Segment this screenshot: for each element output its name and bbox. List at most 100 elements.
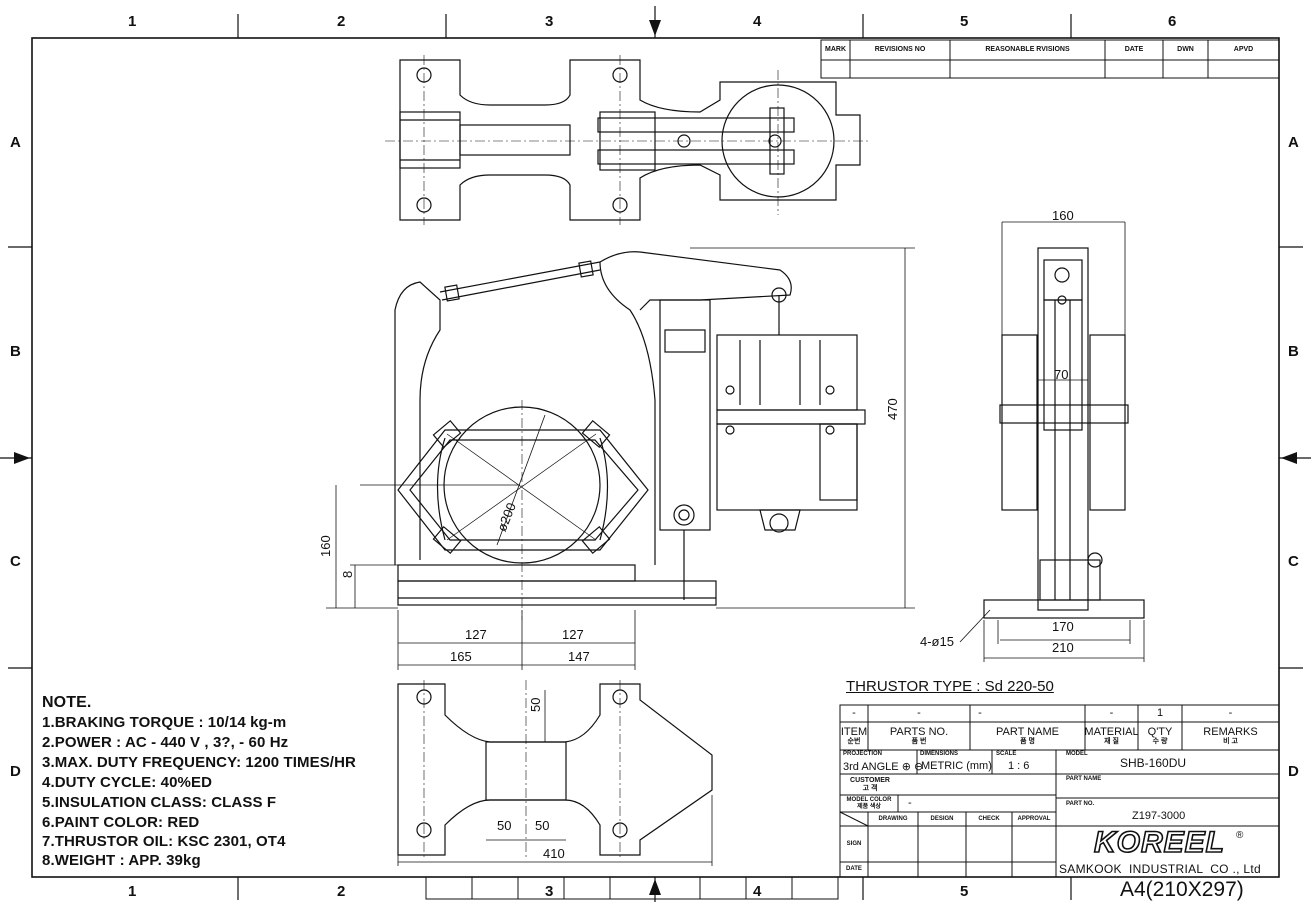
zone-row-c-right: C [1288, 553, 1299, 570]
rev-header-revisions-no: REVISIONS NO [874, 46, 926, 54]
tb-projection-value: 3rd ANGLE ⊕ ⊖ [843, 760, 923, 773]
tb-header-material-kr: 재 질 [1104, 738, 1119, 746]
note-item: 5.INSULATION CLASS: CLASS F [42, 794, 277, 811]
company-name: SAMKOOK INDUSTRIAL CO ., Ltd [1059, 862, 1261, 876]
tb-model-color-value: - [908, 797, 912, 809]
zone-row-b-right: B [1288, 343, 1299, 360]
dim-centre-height: 160 [318, 535, 333, 557]
tb-model-value: SHB-160DU [1120, 756, 1187, 770]
tb-projection-label: PROJECTION [843, 751, 883, 757]
note-item: 7.THRUSTOR OIL: KSC 2301, OT4 [42, 833, 286, 850]
dim-plan-right: 50 [535, 818, 550, 833]
note-item: 1.BRAKING TORQUE : 10/14 kg-m [42, 714, 287, 731]
thrustor-type-label: THRUSTOR TYPE : Sd 220-50 [846, 678, 1054, 695]
tb-drawing-label: DRAWING [878, 815, 908, 822]
tb-scale-label: SCALE [996, 751, 1017, 757]
front-view [394, 251, 866, 606]
rev-header-mark: MARK [825, 46, 846, 54]
tb-header-remarks-en: REMARKS [1203, 725, 1258, 738]
zone-col-4: 4 [753, 13, 762, 30]
tb-header-qty-en: Q'TY [1147, 725, 1173, 738]
tb-row-item: - [852, 706, 856, 719]
zone-row-d: D [10, 763, 21, 780]
tb-design-label: DESIGN [930, 815, 954, 822]
zone-row-a-right: A [1288, 134, 1299, 151]
zone-row-d-right: D [1288, 763, 1299, 780]
tb-model-color-en: MODEL COLOR [846, 797, 892, 804]
dim-side-width: 160 [1052, 208, 1074, 223]
dim-height: 470 [885, 398, 900, 420]
tb-header-qty-kr: 수 량 [1152, 738, 1168, 746]
tb-header-remarks-kr: 비 고 [1223, 738, 1238, 746]
dim-plan-left: 50 [497, 818, 512, 833]
dim-plan-length: 410 [543, 846, 565, 861]
tb-part-name-label: PART NAME [1066, 776, 1102, 782]
tb-sign-label: SIGN [846, 840, 862, 847]
plan-view [397, 683, 713, 856]
note-item: 2.POWER : AC - 440 V , 3?, - 60 Hz [42, 734, 289, 751]
paper-size-label: A4(210X297) [1120, 878, 1244, 901]
zone-col-5-bottom: 5 [960, 883, 969, 900]
note-item: 6.PAINT COLOR: RED [42, 814, 200, 831]
note-item: 4.DUTY CYCLE: 40%ED [42, 774, 212, 791]
tb-header-part-name-kr: 품 명 [1020, 738, 1035, 746]
notes-title: NOTE. [42, 694, 92, 711]
zone-col-4-bottom: 4 [753, 883, 762, 900]
tb-scale-value: 1 : 6 [1008, 760, 1030, 772]
note-item: 8.WEIGHT : APP. 39kg [42, 852, 201, 869]
tb-header-parts-no-en: PARTS NO. [889, 725, 949, 738]
dim-base-outer: 210 [1052, 640, 1074, 655]
zone-col-2-bottom: 2 [337, 883, 346, 900]
tb-model-label: MODEL [1066, 751, 1088, 757]
tb-header-item-kr: 순번 [847, 738, 861, 746]
dim-left-half: 127 [465, 627, 487, 642]
zone-row-b: B [10, 343, 21, 360]
tb-row-parts-no: - [917, 706, 921, 719]
tb-row-remarks: - [1228, 706, 1233, 719]
dim-left-total: 165 [450, 649, 472, 664]
tb-customer-en: CUSTOMER [850, 777, 890, 785]
tb-date-label: DATE [846, 866, 862, 873]
zone-col-2: 2 [337, 13, 346, 30]
registered-icon: ® [1236, 830, 1244, 841]
tb-customer-kr: 고 객 [862, 784, 878, 792]
dim-base-thickness: 8 [340, 570, 355, 578]
tb-header-material-en: MATERIAL [1084, 725, 1139, 738]
tb-row-qty: 1 [1156, 706, 1164, 719]
zone-col-1-bottom: 1 [128, 883, 137, 900]
tb-projection-text: 3rd ANGLE [843, 761, 899, 773]
tb-header-parts-no: PARTS NO.품 번 [868, 722, 970, 750]
zone-col-6: 6 [1168, 13, 1177, 30]
side-view [983, 247, 1145, 619]
rev-header-date: DATE [1124, 46, 1144, 54]
tb-dimensions-value: METRIC (mm) [921, 760, 992, 772]
dim-plan-vertical: 50 [528, 697, 543, 712]
tb-header-part-name-en: PART NAME [996, 725, 1059, 738]
tb-part-no-value: Z197-3000 [1132, 810, 1186, 822]
rev-header-dwn: DWN [1177, 46, 1194, 54]
tb-header-parts-no-kr: 품 번 [911, 738, 927, 746]
top-view [399, 59, 861, 221]
zone-col-1: 1 [128, 13, 137, 30]
tb-part-no-label: PART NO. [1066, 801, 1095, 807]
tb-model-color-kr: 제품 색상 [857, 803, 881, 810]
dim-right-total: 147 [568, 649, 590, 664]
zone-row-c: C [10, 553, 21, 570]
dim-side-inner: 70 [1054, 367, 1069, 382]
koreel-logo: KOREEL [1093, 825, 1226, 860]
dim-bolt-holes: 4-ø15 [920, 634, 954, 649]
tb-row-part-name: - [978, 706, 982, 719]
tb-approval-label: APPROVAL [1017, 815, 1051, 822]
rev-header-apvd: APVD [1233, 46, 1254, 54]
zone-col-3-bottom: 3 [545, 883, 554, 900]
rev-header-reasonable-revisions: REASONABLE RVISIONS [985, 46, 1070, 54]
dim-base-inner: 170 [1052, 619, 1074, 634]
tb-check-label: CHECK [978, 815, 1000, 822]
tb-header-item-en: ITEM [840, 725, 868, 738]
